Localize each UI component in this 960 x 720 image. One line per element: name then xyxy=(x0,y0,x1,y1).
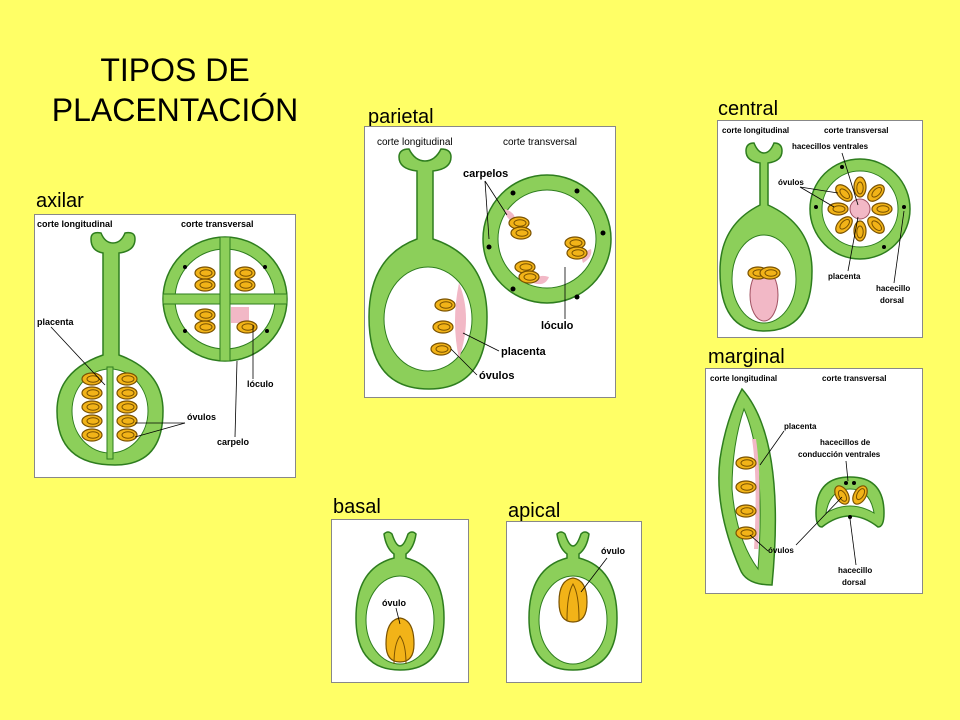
parietal-placenta-label: placenta xyxy=(501,346,547,358)
axilar-carpelo-label: carpelo xyxy=(217,437,250,447)
axilar-panel: corte longitudinal corte transversal xyxy=(34,214,296,478)
marginal-longitudinal-section xyxy=(718,387,777,586)
parietal-panel: corte longitudinal corte transversal car… xyxy=(364,126,616,398)
central-trans-header: corte transversal xyxy=(824,126,888,135)
marginal-haces-line2-label: conducción ventrales xyxy=(798,450,881,459)
central-ovulos-label: óvulos xyxy=(778,178,804,187)
marginal-placenta-label: placenta xyxy=(784,422,817,431)
page-title: TIPOS DE PLACENTACIÓN xyxy=(30,50,320,130)
parietal-trans-header: corte transversal xyxy=(503,137,577,148)
apical-panel: óvulo xyxy=(506,521,642,683)
central-placenta-label: placenta xyxy=(828,272,861,281)
parietal-diagram: corte longitudinal corte transversal car… xyxy=(368,137,612,390)
axilar-label: axilar xyxy=(36,190,84,212)
axilar-ovulos-label: óvulos xyxy=(187,412,216,422)
central-transverse-section xyxy=(809,158,911,260)
axilar-trans-header: corte transversal xyxy=(181,219,254,229)
central-hacecillo-label: hacecillo xyxy=(876,284,910,293)
marginal-transverse-section xyxy=(815,476,885,528)
central-diagram: corte longitudinal corte transversal xyxy=(719,126,911,332)
marginal-ovulos-label: óvulos xyxy=(768,546,794,555)
marginal-label: marginal xyxy=(708,346,785,368)
apical-diagram: óvulo xyxy=(528,531,626,671)
basal-diagram: óvulo xyxy=(355,531,445,671)
parietal-carpelos-label: carpelos xyxy=(463,168,508,180)
central-haces-ventrales-label: hacecillos ventrales xyxy=(792,142,869,151)
central-panel: corte longitudinal corte transversal xyxy=(717,120,923,338)
central-long-header: corte longitudinal xyxy=(722,126,789,135)
parietal-ovulos-label: óvulos xyxy=(479,370,514,382)
marginal-trans-header: corte transversal xyxy=(822,374,886,383)
parietal-loculo-label: lóculo xyxy=(541,320,574,332)
basal-ovulo-label: óvulo xyxy=(382,598,407,608)
parietal-longitudinal-section xyxy=(368,148,488,390)
marginal-panel: corte longitudinal corte transversal pla… xyxy=(705,368,923,594)
parietal-long-header: corte longitudinal xyxy=(377,137,453,148)
central-longitudinal-section xyxy=(719,142,813,332)
title-line-1: TIPOS DE xyxy=(100,52,250,88)
parietal-transverse-section xyxy=(482,174,612,304)
basal-section xyxy=(355,531,445,671)
basal-panel: óvulo xyxy=(331,519,469,683)
marginal-hacecillo-label: hacecillo xyxy=(838,566,872,575)
basal-label: basal xyxy=(333,496,381,518)
marginal-long-header: corte longitudinal xyxy=(710,374,777,383)
axilar-diagram: corte longitudinal corte transversal xyxy=(37,219,288,466)
axilar-loculo-label: lóculo xyxy=(247,379,274,389)
marginal-dorsal-label: dorsal xyxy=(842,578,866,587)
title-line-2: PLACENTACIÓN xyxy=(51,92,299,128)
axilar-transverse-section xyxy=(162,236,288,362)
central-label: central xyxy=(718,98,779,120)
axilar-longitudinal-section xyxy=(56,231,164,466)
marginal-diagram: corte longitudinal corte transversal pla… xyxy=(710,374,886,587)
apical-section xyxy=(528,531,618,671)
marginal-haces-line1-label: hacecillos de xyxy=(820,438,871,447)
parietal-label: parietal xyxy=(368,106,434,128)
axilar-placenta-label: placenta xyxy=(37,317,75,327)
apical-ovulo-label: óvulo xyxy=(601,546,626,556)
apical-label: apical xyxy=(508,500,561,522)
central-dorsal-label: dorsal xyxy=(880,296,904,305)
axilar-long-header: corte longitudinal xyxy=(37,219,113,229)
